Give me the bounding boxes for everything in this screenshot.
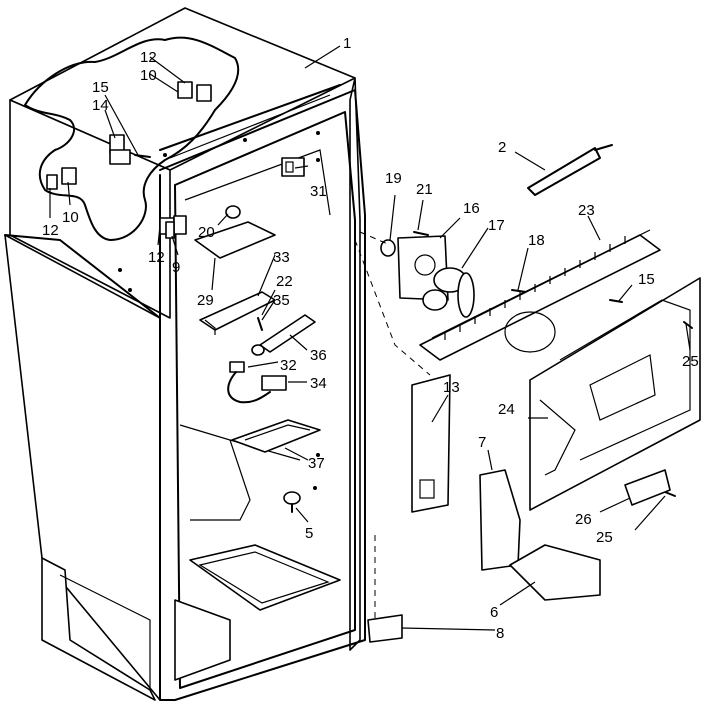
callout-10-top: 10 bbox=[140, 67, 157, 84]
callout-7: 7 bbox=[478, 434, 486, 451]
callout-1: 1 bbox=[343, 35, 351, 52]
callout-12-top: 12 bbox=[140, 49, 157, 66]
callout-10-left: 10 bbox=[62, 209, 79, 226]
callout-12-left: 12 bbox=[42, 222, 59, 239]
callout-20: 20 bbox=[198, 224, 215, 241]
callout-24: 24 bbox=[498, 401, 515, 418]
callout-labels: 1 2 5 6 7 8 9 10 10 12 12 12 13 14 15 15… bbox=[42, 35, 699, 642]
callout-6: 6 bbox=[490, 604, 498, 621]
callout-26: 26 bbox=[575, 511, 592, 528]
callout-12-lower: 12 bbox=[148, 249, 165, 266]
callout-9: 9 bbox=[172, 259, 180, 276]
callout-18: 18 bbox=[528, 232, 545, 249]
callout-8: 8 bbox=[496, 625, 504, 642]
callout-25-right: 25 bbox=[682, 353, 699, 370]
callout-35: 35 bbox=[273, 292, 290, 309]
leader-lines bbox=[49, 45, 691, 631]
callout-37: 37 bbox=[308, 455, 325, 472]
callout-2: 2 bbox=[498, 139, 506, 156]
callout-15-right: 15 bbox=[638, 271, 655, 288]
callout-36: 36 bbox=[310, 347, 327, 364]
callout-31: 31 bbox=[310, 183, 327, 200]
wiring-harness bbox=[24, 36, 305, 241]
callout-15-top: 15 bbox=[92, 79, 109, 96]
callout-23: 23 bbox=[578, 202, 595, 219]
callout-17: 17 bbox=[488, 217, 505, 234]
evaporator-fan-assembly bbox=[354, 144, 701, 643]
callout-14: 14 bbox=[92, 97, 109, 114]
callout-34: 34 bbox=[310, 375, 327, 392]
callout-16: 16 bbox=[463, 200, 480, 217]
callout-22: 22 bbox=[276, 273, 293, 290]
callout-21: 21 bbox=[416, 181, 433, 198]
callout-33: 33 bbox=[273, 249, 290, 266]
callout-13: 13 bbox=[443, 379, 460, 396]
callout-25-bottom: 25 bbox=[596, 529, 613, 546]
callout-29: 29 bbox=[197, 292, 214, 309]
interior-parts bbox=[165, 205, 321, 513]
callout-19: 19 bbox=[385, 170, 402, 187]
refrigerator-cabinet bbox=[4, 7, 366, 701]
callout-5: 5 bbox=[305, 525, 313, 542]
callout-32: 32 bbox=[280, 357, 297, 374]
